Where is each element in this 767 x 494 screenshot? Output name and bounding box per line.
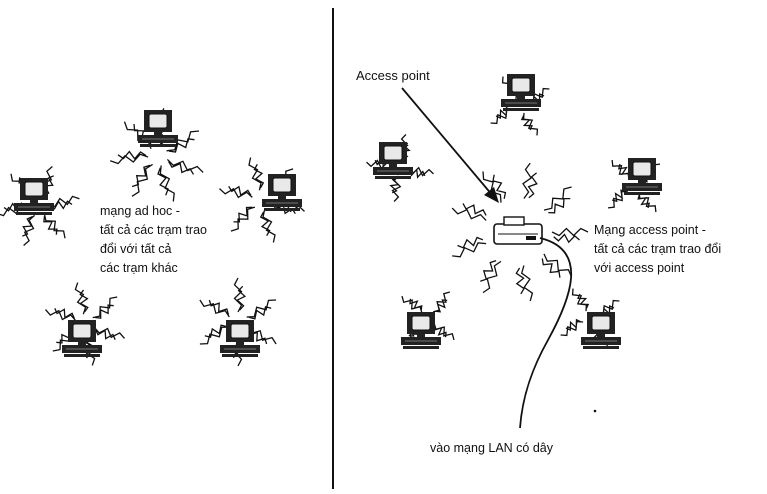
adhoc-station-left-icon [13,177,55,216]
wired-lan-label: vào mạng LAN có dây [430,441,553,455]
wired-lan-cable [519,237,573,429]
adhoc-network [0,108,305,367]
ap-station-left-icon [372,141,414,180]
adhoc-label-line-1: mạng ad hoc - [100,204,180,218]
access-point-label: Access point [356,68,430,83]
adhoc-station-bottom-right-icon [219,319,261,358]
adhoc-station-right-icon [261,173,303,212]
wireless-signal-burst-icon [451,162,589,302]
access-point-icon [493,216,543,245]
infra-label-line-1: Mạng access point - [594,223,706,237]
infra-label-line-2: tất cả các trạm trao đổi [594,242,722,256]
scan-dot [593,409,597,413]
adhoc-station-top-icon [137,109,179,148]
adhoc-station-bottom-left-icon [61,319,103,358]
adhoc-description: mạng ad hoc - tất cả các trạm trao đổi v… [100,202,207,278]
infra-label-line-3: với access point [594,261,685,275]
ap-station-right-icon [621,157,663,196]
adhoc-label-line-3: đổi với tất cả [100,242,172,256]
ap-station-bottom-right-icon [580,311,622,350]
ap-station-bottom-left-icon [400,311,442,350]
ap-station-top-icon [500,73,542,112]
adhoc-label-line-2: tất cả các trạm trao [100,223,207,237]
access-point-arrow-head [484,187,499,203]
adhoc-label-line-4: các trạm khác [100,261,178,275]
infrastructure-description: Mạng access point - tất cả các trạm trao… [594,221,721,278]
access-point-arrow [401,87,494,197]
infrastructure-network [366,73,663,429]
infrastructure-wireless-bursts [366,76,661,348]
